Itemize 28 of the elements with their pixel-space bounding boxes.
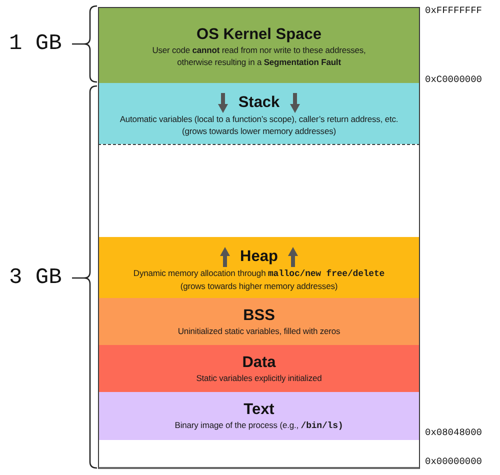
memory-segment: [98, 7, 420, 84]
memory-size: 1 GB: [9, 31, 62, 57]
memory-segment: [98, 83, 420, 145]
memory-segment: [98, 237, 420, 299]
growth-note: (grows towards lower memory addresses): [182, 125, 336, 138]
memory-address: 0xFFFFFFFF: [425, 5, 482, 17]
segment-description: Dynamic memory allocation through malloc/new free/delete: [133, 266, 385, 280]
segment-title: OS Kernel Space: [196, 24, 322, 44]
segment-description: User code cannot read from nor write to these addresses, otherwise resulting in a Segmentation Fault: [151, 44, 367, 68]
memory-size: 3 GB: [9, 265, 62, 291]
segment-title: BSS: [243, 306, 275, 325]
unused-memory-region: [98, 144, 420, 238]
segment-title: Stack: [238, 93, 280, 112]
segment-description: Static variables explicitly initialized: [196, 372, 322, 384]
growth-note: (grows towards higher memory addresses): [180, 280, 338, 292]
memory-address: 0x00000000: [425, 456, 482, 468]
segment-title: Data: [242, 352, 276, 372]
segment-description: Automatic variables (local to a function’s scope), caller’s return address, etc.: [120, 112, 398, 125]
memory-segment: [98, 392, 420, 441]
segment-description: Uninitialized static variables, filled with zeros: [178, 324, 340, 338]
unused-memory-region: [98, 440, 420, 469]
segment-title: Heap: [240, 247, 278, 266]
segment-title: Text: [244, 400, 274, 419]
memory-address: 0x08048000: [425, 427, 482, 439]
memory-segment: [98, 345, 420, 393]
segment-description: Binary image of the process (e.g., /bin/ls): [174, 418, 344, 432]
memory-segment: [98, 298, 420, 346]
memory-address: 0xC0000000: [425, 74, 482, 86]
